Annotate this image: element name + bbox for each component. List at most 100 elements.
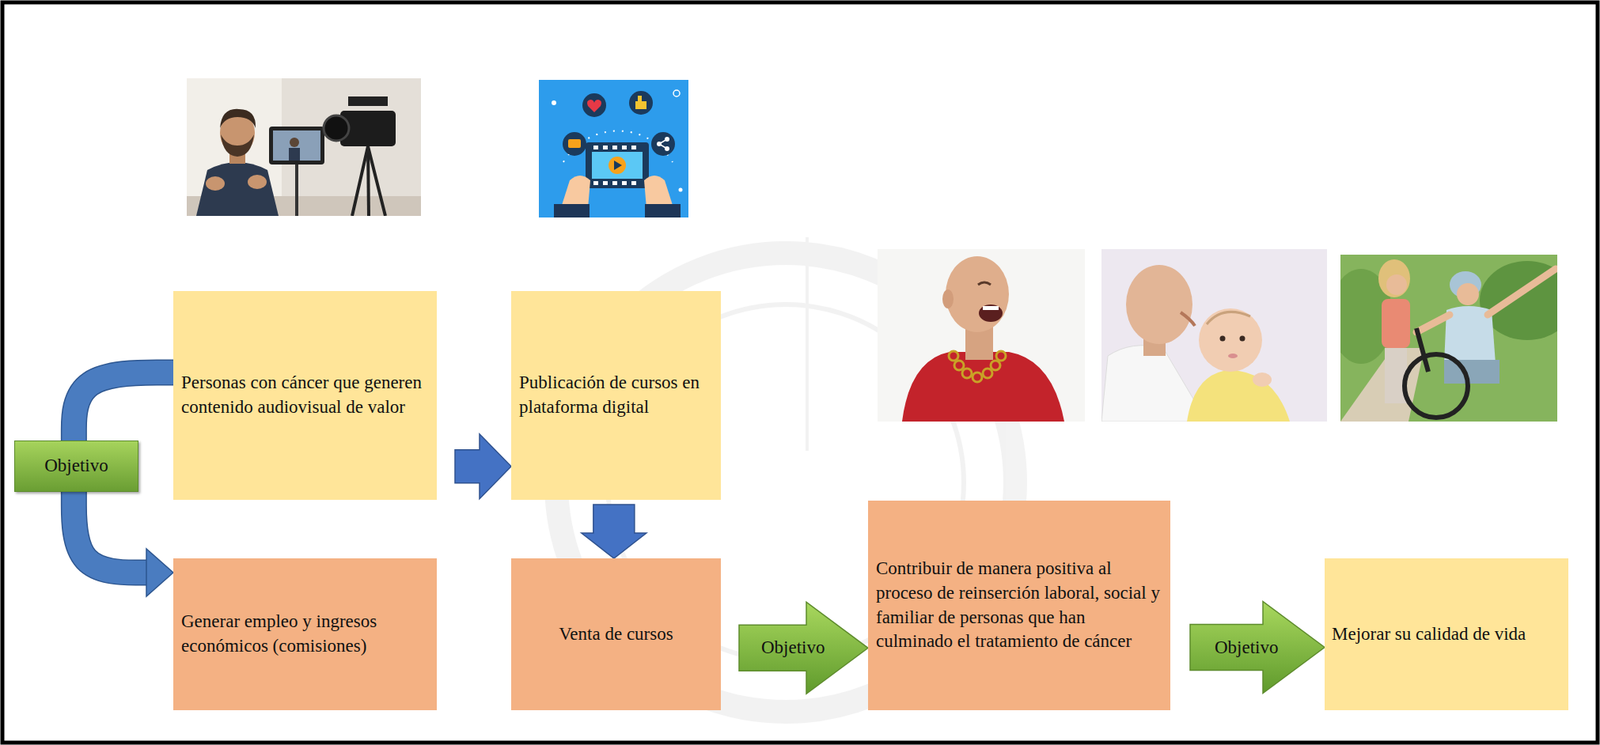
video-platform-icon <box>678 188 683 193</box>
wheelchair-photo <box>1381 299 1411 349</box>
arrow-shape <box>454 434 512 500</box>
laughing-woman-photo <box>982 306 999 311</box>
laughing-woman-photo <box>877 249 1085 422</box>
video-platform-icon <box>673 90 680 97</box>
arrow-head <box>146 549 174 597</box>
video-creator-photo <box>205 176 225 191</box>
mother-baby-photo <box>1126 265 1193 345</box>
video-creator-photo <box>272 130 321 161</box>
video-platform-icon <box>637 95 642 103</box>
video-platform-icon <box>602 181 608 186</box>
curved-arrow <box>73 372 174 441</box>
video-creator-photo <box>367 146 369 217</box>
outcome-box: Generar empleo y ingresos económicos (co… <box>173 558 437 711</box>
video-platform-icon <box>551 100 557 106</box>
node-text: Mejorar su calidad de vida <box>1331 622 1566 648</box>
mother-baby-photo <box>1206 311 1251 325</box>
laughing-woman-photo <box>902 352 1065 422</box>
video-platform-icon <box>591 151 643 179</box>
video-platform-icon <box>651 132 675 156</box>
mother-baby-photo <box>1228 353 1238 359</box>
arrow-band <box>73 492 148 573</box>
laughing-woman-photo <box>948 351 959 361</box>
node-text: Personas con cáncer que generen contenid… <box>181 371 433 420</box>
video-creator-photo <box>196 162 279 217</box>
arrow-outline <box>73 372 174 441</box>
goal-outcome-box: Contribuir de manera positiva al proceso… <box>868 500 1171 711</box>
video-creator-photo <box>220 134 255 157</box>
edge-label: Objetivo <box>761 636 826 660</box>
video-platform-icon <box>538 79 689 218</box>
node-text: Venta de cursos <box>517 622 715 648</box>
video-platform-icon <box>585 142 649 189</box>
laughing-woman-photo <box>996 351 1006 361</box>
mother-baby-photo <box>1239 336 1246 342</box>
mother-baby-photo <box>1198 308 1263 372</box>
arrow-shape <box>739 602 869 694</box>
goal-box: Objetivo <box>14 440 139 493</box>
video-platform-icon <box>612 145 618 150</box>
arrow-outline <box>73 492 148 573</box>
video-creator-photo <box>247 174 267 190</box>
video-platform-icon <box>621 145 627 150</box>
mother-baby-photo <box>1252 372 1272 387</box>
video-platform-icon <box>644 204 681 218</box>
arrow-band <box>73 372 174 441</box>
video-platform-icon <box>587 99 602 113</box>
video-creator-photo <box>186 78 421 217</box>
video-platform-icon <box>608 156 626 175</box>
wheelchair-photo <box>1340 348 1425 422</box>
video-platform-icon <box>635 101 647 110</box>
video-platform-icon <box>612 181 618 186</box>
goal-outcome-box: Mejorar su calidad de vida <box>1324 558 1569 711</box>
block-arrow <box>739 602 869 694</box>
node-text: Generar empleo y ingresos económicos (co… <box>181 610 433 659</box>
video-platform-icon <box>582 93 607 118</box>
video-creator-photo <box>186 78 421 217</box>
video-platform-icon <box>631 181 637 186</box>
video-platform-icon <box>659 139 668 149</box>
node-text: Publicación de cursos en plataforma digi… <box>519 371 717 420</box>
process-box: Personas con cáncer que generen contenid… <box>173 291 437 501</box>
block-arrow <box>1190 602 1325 694</box>
laughing-woman-photo <box>982 368 993 379</box>
video-creator-photo <box>348 96 388 107</box>
arrow-shape <box>581 504 647 559</box>
wheelchair-photo <box>1416 314 1450 333</box>
laughing-woman-photo <box>978 282 991 285</box>
node-text: Contribuir de manera positiva al proceso… <box>875 557 1166 654</box>
block-arrow <box>581 504 647 559</box>
mother-baby-photo <box>1220 336 1226 342</box>
video-platform-icon <box>602 145 608 150</box>
video-platform-icon <box>538 79 689 218</box>
video-platform-icon <box>593 145 637 186</box>
process-box: Publicación de cursos en plataforma digi… <box>511 291 721 501</box>
laughing-woman-photo <box>942 289 954 309</box>
video-platform-icon <box>621 181 627 186</box>
laughing-woman-photo <box>962 368 972 379</box>
video-platform-icon <box>593 181 599 186</box>
node-text: Objetivo <box>19 454 133 479</box>
laughing-woman-photo <box>945 256 1009 333</box>
video-creator-photo <box>367 146 386 217</box>
laughing-woman-photo <box>948 351 1006 383</box>
video-creator-photo <box>288 147 300 161</box>
video-creator-photo <box>289 137 300 148</box>
video-platform-icon <box>562 132 587 156</box>
video-platform-icon <box>614 160 622 171</box>
wheelchair-photo <box>1416 328 1429 372</box>
edge-label: Objetivo <box>1214 636 1279 660</box>
block-arrow <box>454 434 512 500</box>
wheelchair-photo <box>1444 360 1500 384</box>
wheelchair-photo <box>1340 254 1558 422</box>
wheelchair-photo <box>1456 283 1479 306</box>
mother-baby-photo <box>1101 249 1328 422</box>
video-creator-photo <box>295 164 299 217</box>
mother-baby-photo <box>1180 312 1195 327</box>
video-platform-icon <box>568 139 581 148</box>
laughing-woman-photo <box>877 249 1085 422</box>
video-creator-photo <box>269 126 325 165</box>
outcome-box: Venta de cursos <box>511 558 721 711</box>
